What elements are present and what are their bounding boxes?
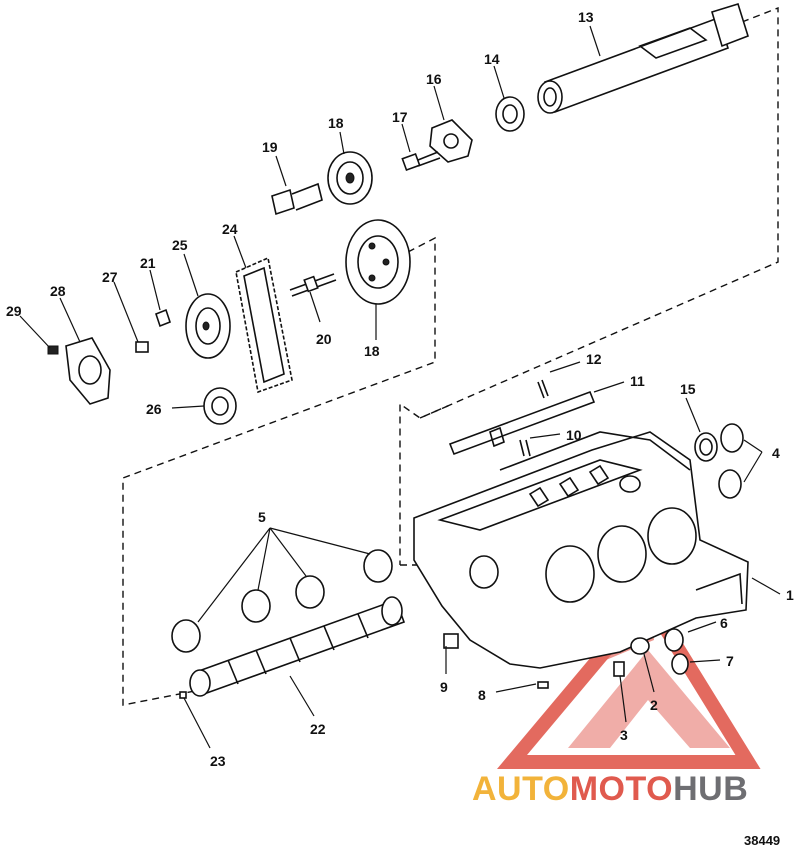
callout-18-lower: 18 bbox=[364, 343, 380, 359]
plug-7 bbox=[671, 653, 689, 675]
callout-15: 15 bbox=[680, 381, 696, 397]
callout-13: 13 bbox=[578, 9, 594, 25]
callout-27: 27 bbox=[102, 269, 118, 285]
gear-26 bbox=[203, 387, 237, 425]
plug-15 bbox=[694, 432, 718, 462]
gasket-plate-28 bbox=[65, 337, 111, 405]
callout-16: 16 bbox=[426, 71, 442, 87]
plug-9 bbox=[443, 633, 459, 649]
camshaft-gear-large bbox=[345, 219, 411, 305]
callout-6: 6 bbox=[720, 615, 728, 631]
callout-7: 7 bbox=[726, 653, 734, 669]
callout-24: 24 bbox=[222, 221, 238, 237]
callout-28: 28 bbox=[50, 283, 66, 299]
callout-numbers: 13 14 16 17 18 19 24 25 21 27 28 29 20 1… bbox=[6, 9, 794, 769]
leader-lines bbox=[19, 25, 781, 749]
bolt-27 bbox=[135, 341, 149, 353]
callout-22: 22 bbox=[310, 721, 326, 737]
bolt-19 bbox=[271, 182, 323, 216]
callout-2: 2 bbox=[650, 697, 658, 713]
nut-21 bbox=[155, 308, 171, 328]
callout-23: 23 bbox=[210, 753, 226, 769]
callout-5: 5 bbox=[258, 509, 266, 525]
woodruff-key-23 bbox=[179, 691, 187, 699]
callout-18-upper: 18 bbox=[328, 115, 344, 131]
washer-2 bbox=[630, 637, 650, 655]
watermark-part-moto: MOTO bbox=[569, 770, 674, 808]
callout-4: 4 bbox=[772, 445, 780, 461]
callout-21: 21 bbox=[140, 255, 156, 271]
camshaft-gear-small bbox=[327, 151, 373, 205]
screw-29 bbox=[47, 345, 59, 355]
engine-block bbox=[413, 431, 749, 669]
bolt-12 bbox=[537, 379, 549, 399]
callout-8: 8 bbox=[478, 687, 486, 703]
callout-11: 11 bbox=[630, 373, 645, 389]
callout-17: 17 bbox=[392, 109, 408, 125]
stud-20 bbox=[289, 273, 337, 297]
plug-4 bbox=[718, 423, 744, 499]
watermark-part-auto: AUTO bbox=[472, 770, 570, 808]
pin-3 bbox=[613, 661, 625, 677]
callout-3: 3 bbox=[620, 727, 628, 743]
cam-bearings bbox=[171, 549, 393, 653]
callout-1: 1 bbox=[786, 587, 794, 603]
drawing-number: 38449 bbox=[744, 833, 781, 848]
callout-10: 10 bbox=[566, 427, 582, 443]
lifter-retainer-strip bbox=[448, 390, 596, 456]
callout-9: 9 bbox=[440, 679, 448, 695]
callout-29: 29 bbox=[6, 303, 22, 319]
callout-14: 14 bbox=[484, 51, 500, 67]
watermark-brand-text: AUTOMOTOHUB bbox=[472, 770, 792, 810]
timing-chain bbox=[235, 256, 293, 394]
assembly-guide-lines bbox=[122, 6, 779, 706]
callout-20: 20 bbox=[316, 331, 332, 347]
thrust-plate bbox=[429, 119, 473, 163]
watermark-part-hub: HUB bbox=[673, 770, 749, 808]
bolt-17 bbox=[401, 151, 441, 172]
camshaft bbox=[189, 596, 406, 697]
callout-19: 19 bbox=[262, 139, 278, 155]
callout-25: 25 bbox=[172, 237, 188, 253]
oil-pump-drive-shaft bbox=[537, 3, 749, 114]
seal-ring bbox=[495, 96, 525, 132]
callout-26: 26 bbox=[146, 401, 162, 417]
callout-12: 12 bbox=[586, 351, 602, 367]
pin-10 bbox=[519, 439, 531, 457]
pin-8 bbox=[537, 681, 549, 689]
crankshaft-sprocket bbox=[185, 293, 231, 359]
plug-6 bbox=[664, 628, 684, 652]
